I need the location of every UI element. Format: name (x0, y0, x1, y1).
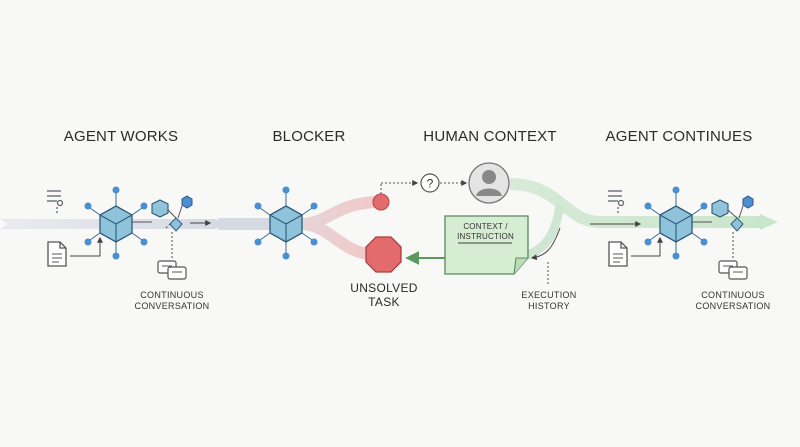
flow-band-green (509, 178, 760, 228)
stage-title-agent-continues: AGENT CONTINUES (605, 128, 753, 145)
caption-line: CONVERSATION (134, 301, 210, 311)
agent-works-group (47, 186, 212, 280)
document-icon (47, 241, 67, 267)
caption-execution-history: EXECUTION HISTORY (521, 290, 576, 312)
stop-sign-icon (365, 236, 402, 273)
question-mark: ? (427, 177, 434, 191)
list-icon (47, 190, 64, 214)
document-icon (608, 241, 628, 267)
caption-line: CONTINUOUS (140, 290, 204, 300)
caption-line: UNSOLVED (350, 281, 418, 295)
question-icon: ? (420, 173, 440, 193)
stage-title-human-context: HUMAN CONTEXT (423, 128, 557, 145)
flow-arrowhead-right (760, 214, 778, 230)
agent-cube-right (644, 186, 708, 260)
caption-line: EXECUTION (521, 290, 577, 300)
context-instruction-label: CONTEXT / INSTRUCTION (453, 222, 518, 242)
caption-continuous-conversation-right: CONTINUOUS CONVERSATION (696, 290, 771, 312)
caption-line: CONVERSATION (695, 301, 771, 311)
stage-title-agent-works: AGENT WORKS (63, 128, 179, 145)
stage-title-blocker: BLOCKER (272, 128, 346, 145)
caption-line: CONTINUOUS (701, 290, 765, 300)
note-line: INSTRUCTION (457, 232, 514, 241)
caption-unsolved-task: UNSOLVED TASK (350, 281, 418, 309)
hexagon-node-icon (132, 195, 193, 232)
context-instruction-note (444, 215, 529, 275)
caption-continuous-conversation-left: CONTINUOUS CONVERSATION (135, 290, 210, 312)
agent-cube-left (84, 186, 148, 260)
caption-line: HISTORY (528, 301, 570, 311)
hexagon-node-icon (692, 195, 754, 232)
chat-bubbles-icon (718, 232, 748, 280)
list-icon (608, 190, 625, 214)
user-avatar-icon (468, 162, 510, 204)
doc-to-agent-arrow (70, 236, 103, 257)
flow-branch-down-red (299, 218, 371, 260)
caption-line: TASK (368, 295, 400, 309)
blocker-dot (372, 193, 390, 211)
chat-bubbles-icon (157, 232, 187, 280)
agent-continues-group (590, 186, 754, 280)
note-line: CONTEXT / (463, 222, 508, 231)
agent-cube-blocker (254, 186, 318, 260)
